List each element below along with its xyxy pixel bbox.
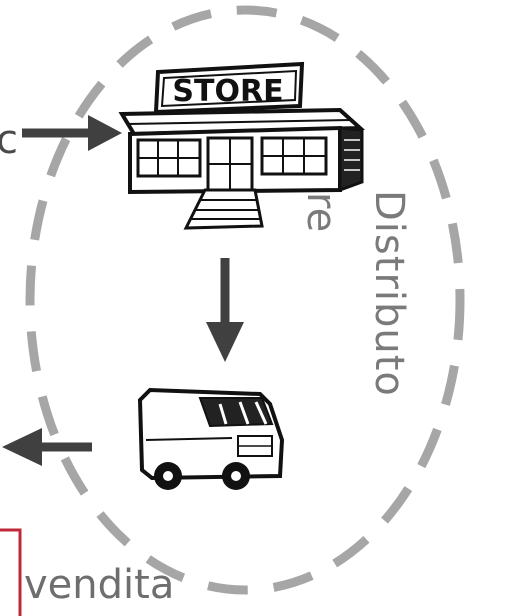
store-sign-text: STORE bbox=[172, 74, 283, 109]
left-edge-label: c bbox=[0, 117, 18, 163]
van-icon bbox=[140, 390, 282, 490]
distributor-label: Distributo bbox=[366, 190, 412, 397]
arrow-out-of-van bbox=[2, 428, 92, 466]
red-box-fragment bbox=[0, 530, 20, 616]
arrow-store-to-van bbox=[206, 258, 244, 362]
distributor-label-cut: re bbox=[298, 192, 344, 232]
bottom-label: vendita bbox=[24, 562, 174, 608]
arrow-into-store bbox=[22, 115, 122, 151]
